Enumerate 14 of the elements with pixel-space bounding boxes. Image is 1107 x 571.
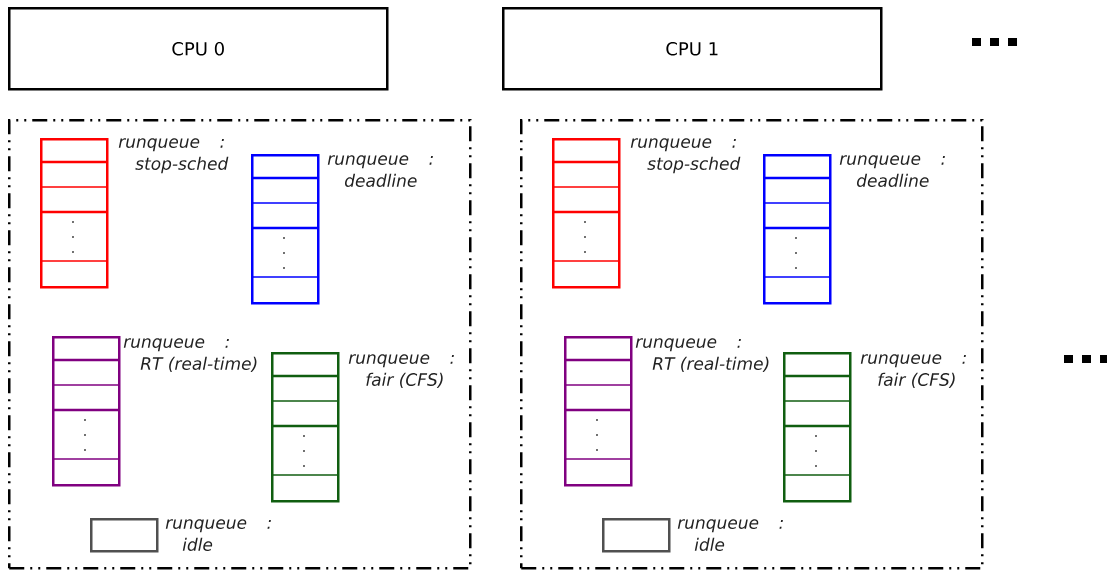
dash-dot-frame [8, 119, 472, 570]
runqueue-label: runqueue : fair (CFS) [348, 354, 454, 388]
runqueue-label: runqueue : idle [165, 519, 271, 551]
cpu-box: CPU 1 [502, 7, 883, 91]
runqueue-label: runqueue : stop-sched [630, 138, 741, 174]
dash-dot-frame [520, 119, 984, 570]
runqueue-label: runqueue : deadline [327, 155, 433, 187]
runqueue-label: runqueue : RT (real-time) [123, 338, 257, 372]
runqueue-label: runqueue : idle [677, 519, 783, 551]
cpu-box: CPU 0 [8, 7, 389, 91]
runqueue-label: runqueue : deadline [839, 155, 945, 187]
runqueue-label: runqueue : RT (real-time) [635, 338, 769, 372]
runqueue-label: runqueue : stop-sched [118, 138, 229, 174]
runqueue-label: runqueue : fair (CFS) [860, 354, 966, 388]
